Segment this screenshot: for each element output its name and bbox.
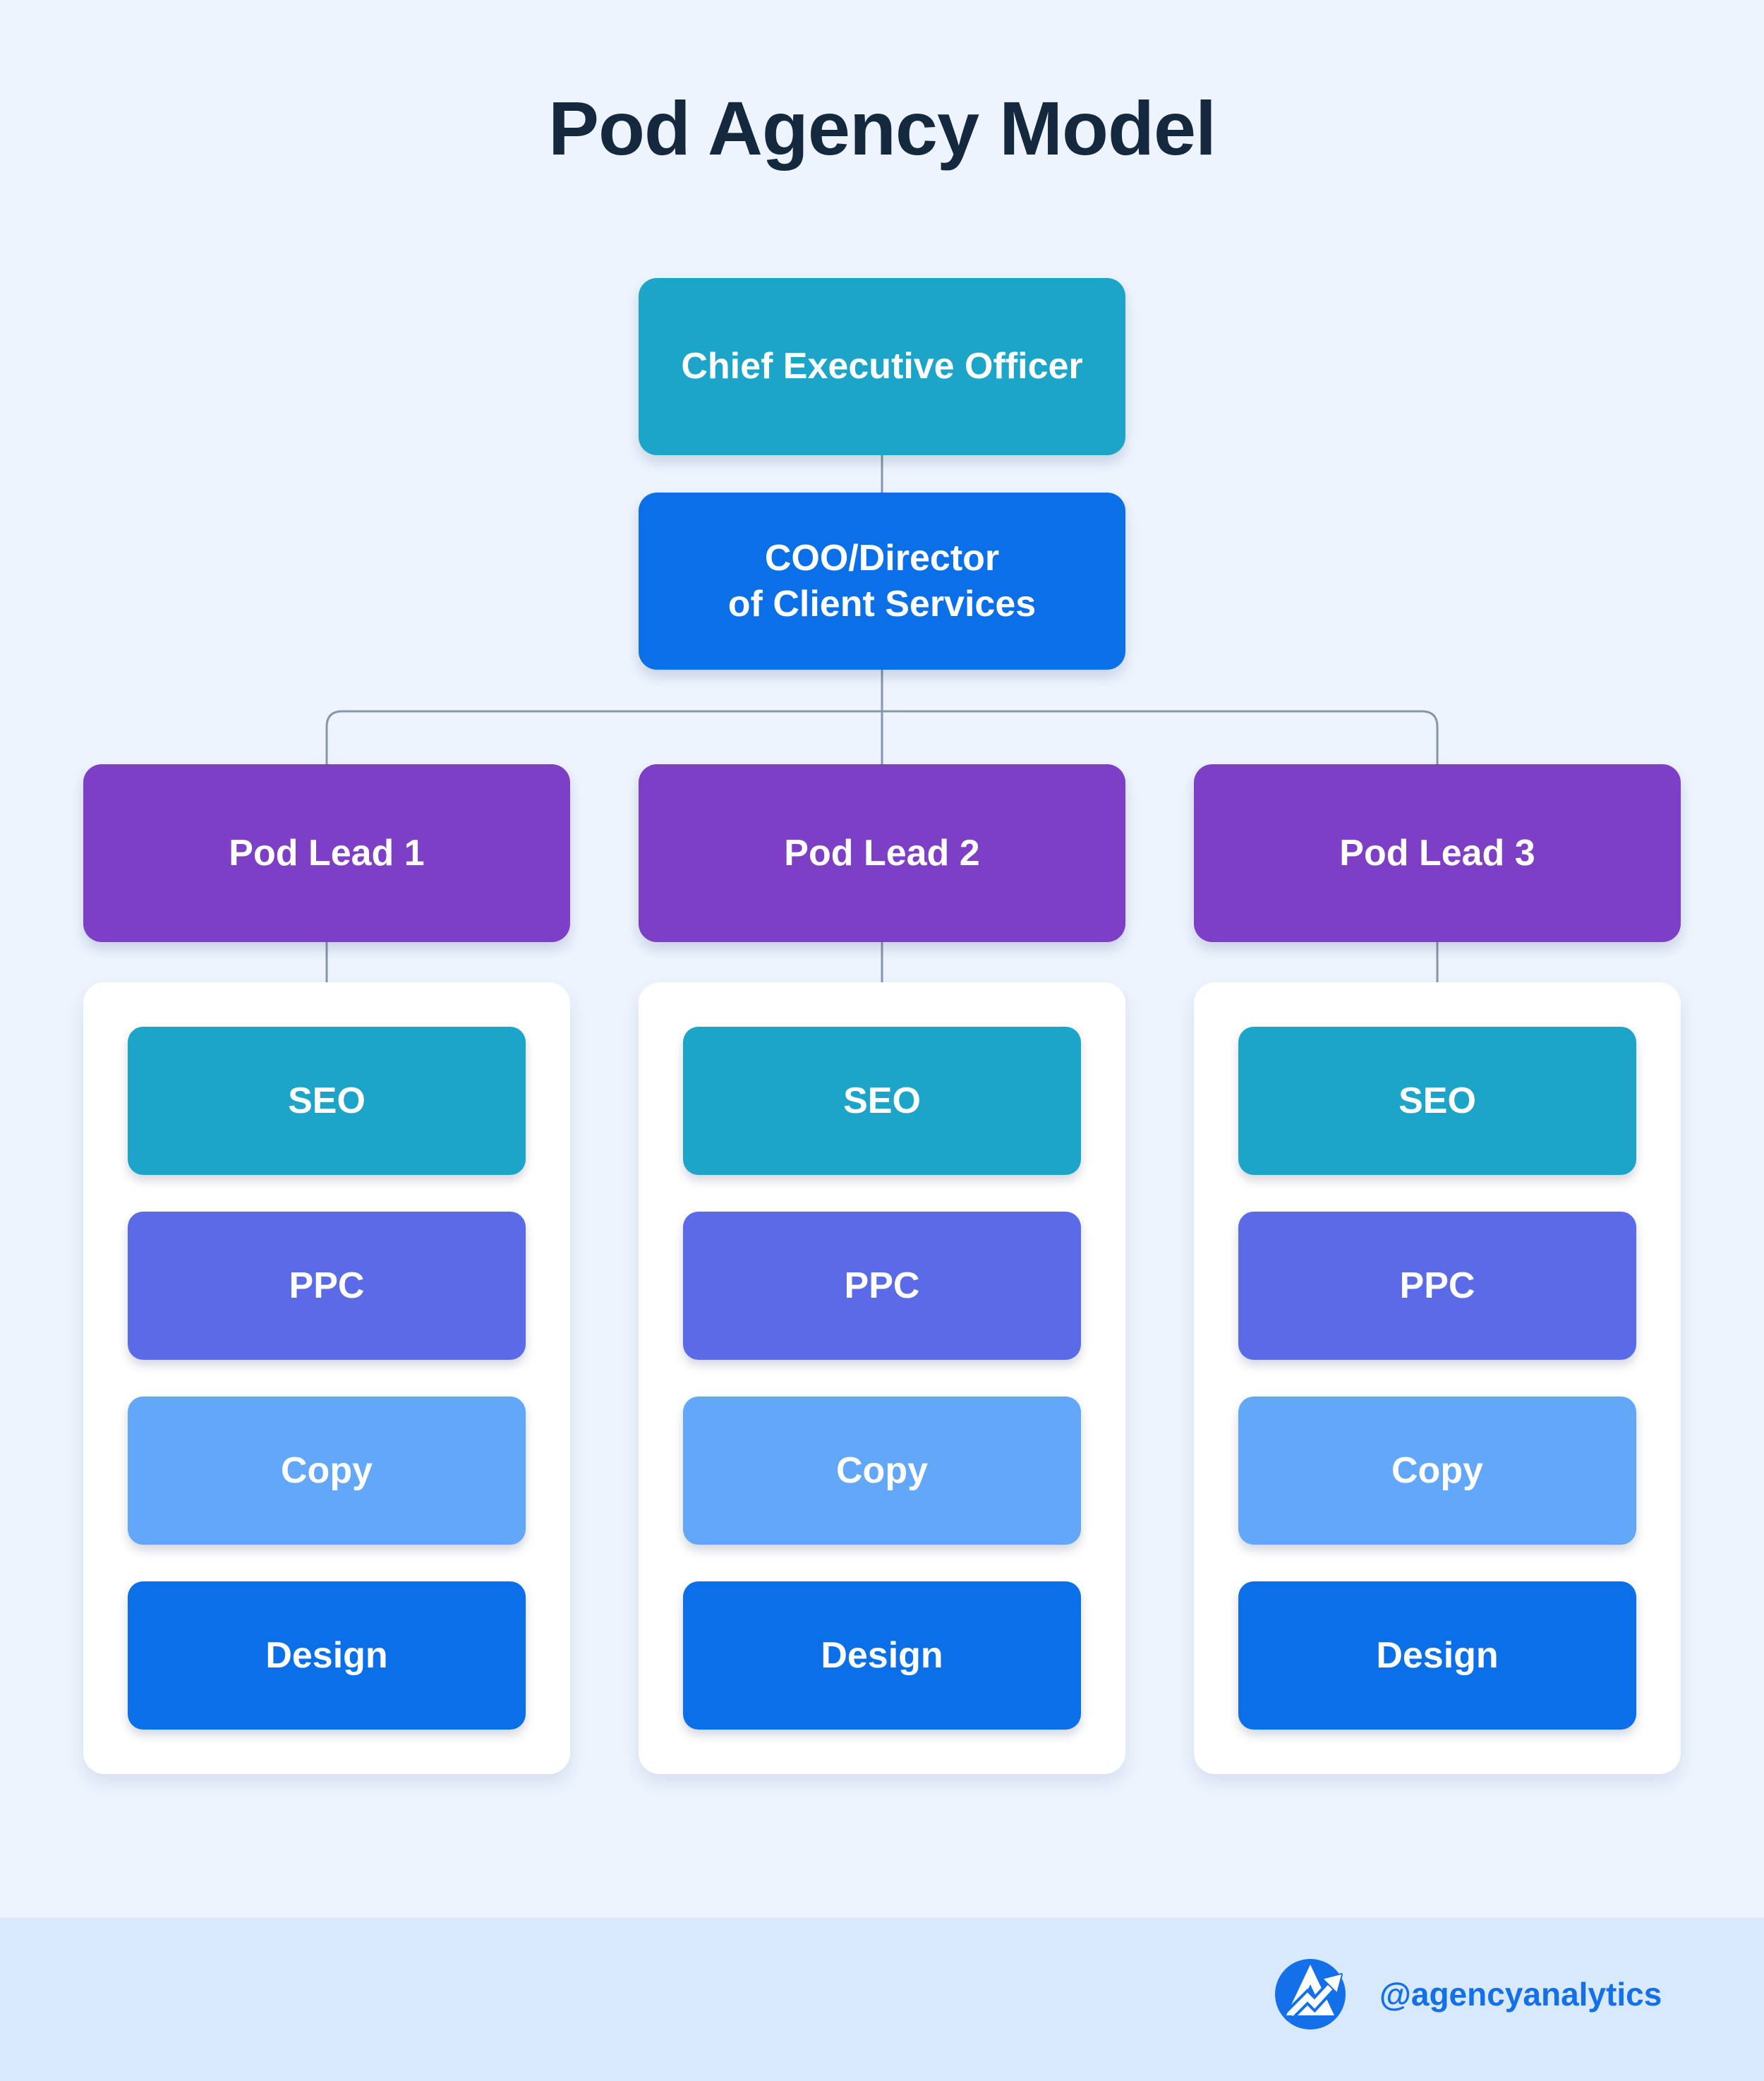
service-label: PPC [1399, 1265, 1475, 1306]
pod-2-services-card: SEO PPC Copy Design [639, 982, 1125, 1774]
social-handle: @agencyanalytics [1379, 1959, 1662, 2029]
pod-3-service-ppc: PPC [1238, 1212, 1636, 1360]
pod-1-service-design: Design [128, 1581, 526, 1730]
pod-3-services-card: SEO PPC Copy Design [1194, 982, 1681, 1774]
pod-1-service-seo: SEO [128, 1027, 526, 1175]
coo-label: COO/Director of Client Services [727, 537, 1037, 625]
pod-3-service-design: Design [1238, 1581, 1636, 1730]
org-node-pod-lead-1: Pod Lead 1 [83, 764, 570, 942]
pod-1-service-ppc: PPC [128, 1212, 526, 1360]
service-label: Design [1376, 1635, 1499, 1676]
service-label: SEO [1398, 1080, 1476, 1121]
page-title: Pod Agency Model [548, 85, 1216, 171]
pod-3-service-seo: SEO [1238, 1027, 1636, 1175]
pod-1-services-card: SEO PPC Copy Design [83, 982, 570, 1774]
pod-3-service-copy: Copy [1238, 1397, 1636, 1545]
pod-2-service-copy: Copy [683, 1397, 1081, 1545]
service-label: SEO [843, 1080, 921, 1121]
service-label: Design [265, 1635, 388, 1676]
social-handle-text: @agencyanalytics [1379, 1976, 1662, 2013]
org-node-coo: COO/Director of Client Services [639, 493, 1125, 670]
org-node-ceo: Chief Executive Officer [639, 278, 1125, 455]
org-node-pod-lead-2: Pod Lead 2 [639, 764, 1125, 942]
pod-2-service-seo: SEO [683, 1027, 1081, 1175]
pod-2-service-design: Design [683, 1581, 1081, 1730]
service-label: Copy [836, 1450, 928, 1491]
agencyanalytics-logo-icon [1275, 1959, 1346, 2029]
service-label: Copy [281, 1450, 373, 1491]
pod-lead-2-label: Pod Lead 2 [784, 832, 980, 874]
service-label: PPC [289, 1265, 365, 1306]
service-label: PPC [844, 1265, 920, 1306]
pod-lead-1-label: Pod Lead 1 [229, 832, 425, 874]
pod-lead-3-label: Pod Lead 3 [1339, 832, 1535, 874]
service-label: SEO [288, 1080, 366, 1121]
footer-band [0, 1918, 1764, 2081]
service-label: Copy [1391, 1450, 1483, 1491]
org-node-pod-lead-3: Pod Lead 3 [1194, 764, 1681, 942]
service-label: Design [821, 1635, 943, 1676]
pod-1-service-copy: Copy [128, 1397, 526, 1545]
pod-2-service-ppc: PPC [683, 1212, 1081, 1360]
ceo-label: Chief Executive Officer [681, 346, 1083, 387]
